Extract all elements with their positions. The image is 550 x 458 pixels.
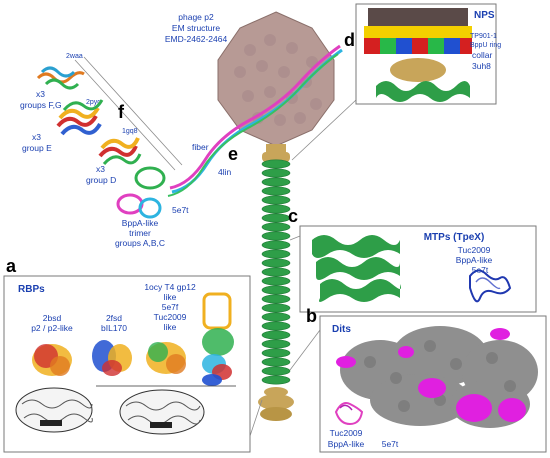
- panel-c-line2: BppA-like: [456, 255, 493, 265]
- panel-a-col1-line2: p2 / p2-like: [31, 323, 73, 333]
- panel-d-line1: TP901-1: [470, 33, 497, 40]
- panel-c-line1: Tuc2009: [458, 245, 491, 255]
- f-group1-ribbon: [36, 66, 85, 90]
- tail-ring: [261, 177, 291, 187]
- panel-letter-f: f: [118, 102, 125, 122]
- panel-a-rbp3-ribbon: [146, 342, 186, 374]
- tail-ring: [261, 276, 291, 286]
- panel-a-rbp2-ribbon: [92, 340, 132, 376]
- f-group4-line3: groups A,B,C: [115, 238, 165, 248]
- f-group4-pdb: 5e7t: [172, 205, 189, 215]
- fiber: [167, 44, 343, 197]
- fiber-label: fiber: [192, 142, 209, 152]
- panel-d-line2: BppU ring: [470, 42, 501, 49]
- tail-ring: [261, 339, 291, 349]
- panel-letter-e: e: [228, 144, 238, 164]
- tail-ring: [261, 285, 291, 295]
- panel-a-col3-line2: like: [164, 292, 177, 302]
- panel-letter-c: c: [288, 206, 298, 226]
- collar: [262, 152, 290, 162]
- tail-ring: [261, 267, 291, 277]
- tail-ring: [261, 366, 291, 376]
- tail-ring: [261, 213, 291, 223]
- portal-connector: [266, 144, 286, 152]
- panel-a-rbp1-ribbon: [32, 344, 72, 376]
- tail-ring: [261, 294, 291, 304]
- f-group3-line1: x3: [96, 164, 105, 174]
- panel-c-line3: 5e7t: [472, 265, 489, 275]
- panel-c-ribbon: [469, 269, 512, 303]
- panel-a-col2-line1: 2fsd: [106, 313, 122, 323]
- header-line3: EMD-2462-2464: [165, 34, 228, 44]
- tail-ring: [261, 375, 291, 385]
- panel-a-col3-line3: 5e7f: [162, 302, 179, 312]
- f-group1-line1: x3: [36, 89, 45, 99]
- panel-a-base-left: [15, 387, 93, 433]
- panel-d-title: NPS: [474, 10, 495, 21]
- panel-b: b Dits Tuc2009 BppA-like 5e7t: [289, 306, 547, 453]
- panel-a-col3-line1: 1ocy T4 gp12: [144, 282, 196, 292]
- tail-ring: [261, 204, 291, 214]
- panel-a-col3-line4: Tuc2009: [154, 312, 187, 322]
- panel-a-rbp4-ribbon: [202, 292, 234, 386]
- panel-c: c MTPs (TpeX) Tuc2009 BppA-like 5e7t: [288, 206, 537, 313]
- tail-ring: [261, 312, 291, 322]
- panel-d-line4: 3uh8: [472, 61, 491, 71]
- fiber-pdb-label: 4lin: [218, 167, 232, 177]
- f-group2-pdb: 2pyg: [86, 99, 101, 106]
- f-group4-line2: trimer: [129, 228, 151, 238]
- tail-ring: [261, 330, 291, 340]
- tail-ring: [261, 222, 291, 232]
- tail-ring: [261, 357, 291, 367]
- header-line2: EM structure: [172, 23, 220, 33]
- f-group4-ribbon: [116, 166, 166, 219]
- panel-a: a RBPs 2bsd p2 / p2-like 2fsd bIL170 1oc…: [3, 256, 263, 453]
- tail-ring: [261, 249, 291, 259]
- f-group4-line1: BppA-like: [122, 218, 159, 228]
- tail-tube: [261, 159, 291, 385]
- f-group2-line2: group E: [22, 143, 52, 153]
- panel-b-label-line1: Tuc2009: [330, 428, 363, 438]
- tail-ring: [261, 348, 291, 358]
- f-group3-line2: group D: [86, 175, 116, 185]
- tail-ring: [261, 321, 291, 331]
- tail-ring: [261, 195, 291, 205]
- tail-ring: [261, 258, 291, 268]
- panel-a-col2-line2: bIL170: [101, 323, 127, 333]
- panel-d-line3: collar: [472, 50, 492, 60]
- panel-b-ribbon: [334, 402, 364, 426]
- baseplate: [258, 387, 294, 421]
- panel-b-label-line2: BppA-like: [328, 439, 365, 449]
- tail-ring: [261, 159, 291, 169]
- f-group3-pdb: 1gq8: [122, 128, 138, 135]
- panel-letter-d: d: [344, 30, 355, 50]
- f-group1-pdb: 2waa: [66, 53, 83, 60]
- panel-b-label-pdb: 5e7t: [382, 439, 399, 449]
- f-group2-line1: x3: [32, 132, 41, 142]
- panel-a-col3-line5: like: [164, 322, 177, 332]
- panel-a-col1-line1: 2bsd: [43, 313, 62, 323]
- panel-letter-b: b: [306, 306, 317, 326]
- tail-ring: [261, 168, 291, 178]
- panel-letter-a: a: [6, 256, 17, 276]
- header-line1: phage p2: [178, 12, 214, 22]
- panel-a-title: RBPs: [18, 284, 45, 295]
- tail-ring: [261, 303, 291, 313]
- panel-c-title: MTPs (TpeX): [424, 232, 485, 243]
- panel-d: d NPS TP901-1 BppU ring collar 3uh8: [291, 3, 501, 161]
- panel-f: 2waa x3 groups F,G 2pyg x3 group E 1gq8 …: [20, 53, 189, 248]
- f-group2-ribbon: [56, 99, 104, 136]
- f-group1-line2: groups F,G: [20, 100, 62, 110]
- tail-ring: [261, 231, 291, 241]
- f-group3-ribbon: [98, 137, 142, 165]
- tail-ring: [261, 240, 291, 250]
- capsid: [217, 11, 335, 147]
- panel-b-title: Dits: [332, 324, 351, 335]
- panel-a-base-right: [119, 389, 205, 435]
- tail-ring: [261, 186, 291, 196]
